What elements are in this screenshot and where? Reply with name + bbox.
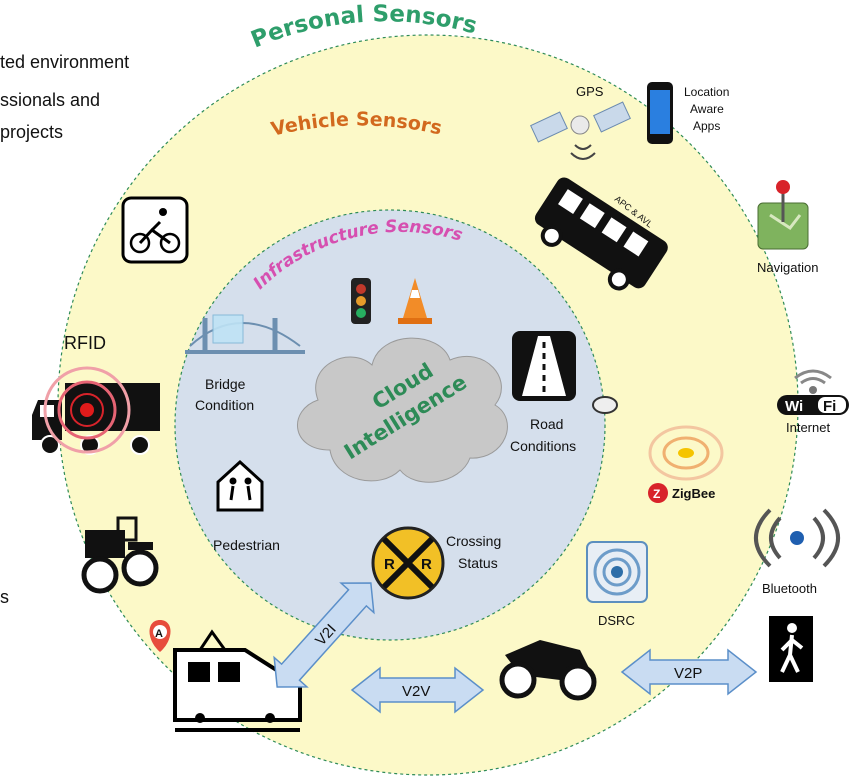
- bluetooth-label: Bluetooth: [762, 581, 817, 596]
- crossing-label-2: Status: [458, 555, 498, 571]
- road-label-1: Road: [530, 416, 563, 432]
- tractor-icon: [81, 516, 159, 594]
- traffic-cone-icon: [398, 278, 432, 324]
- intro-line-3: projects: [0, 122, 63, 142]
- motorcycle-icon: [499, 640, 597, 701]
- road-icon: [512, 331, 618, 414]
- dsrc-icon: [586, 541, 648, 603]
- navigation-label: Navigation: [757, 260, 818, 275]
- smartphone-icon: [647, 82, 673, 144]
- location-label-3: Apps: [693, 119, 720, 133]
- satellite-icon: [530, 101, 631, 160]
- bridge-icon: [185, 314, 305, 354]
- zigbee-label: ZigBee: [672, 486, 715, 501]
- wifi-icon: Wi Fi: [777, 369, 849, 415]
- pedestrian-sign-icon: [216, 459, 264, 512]
- traffic-light-icon: [351, 278, 371, 324]
- zigbee-icon: Z: [648, 425, 724, 503]
- rr-left-letter: R: [384, 556, 395, 573]
- intro-fragment: s: [0, 587, 9, 607]
- walking-person-icon: [769, 616, 813, 682]
- cloud-icon: [296, 337, 508, 483]
- dsrc-label: DSRC: [598, 613, 635, 628]
- v2p-arrow: V2P: [620, 648, 758, 696]
- bicycle-icon: [121, 196, 189, 264]
- internet-label: Internet: [786, 420, 830, 435]
- crossing-label-1: Crossing: [446, 533, 501, 549]
- location-label-2: Aware: [690, 102, 724, 116]
- bluetooth-icon: [754, 508, 840, 568]
- v2v-label: V2V: [402, 683, 430, 700]
- truck-rfid-icon: [32, 366, 160, 455]
- navigation-joystick-icon: [757, 180, 809, 250]
- gps-label: GPS: [576, 84, 604, 99]
- bus-icon: [534, 177, 668, 291]
- pedestrian-label: Pedestrian: [213, 537, 280, 553]
- v2i-arrow: V2I: [273, 582, 375, 688]
- intro-line-2: ssionals and: [0, 90, 100, 110]
- railroad-crossing-icon: R R: [371, 526, 445, 600]
- wifi-fi: Fi: [823, 398, 836, 415]
- wifi-word: Wi: [785, 398, 803, 415]
- bridge-label-1: Bridge: [205, 376, 246, 392]
- road-label-2: Conditions: [510, 438, 576, 454]
- v2p-label: V2P: [674, 665, 702, 682]
- rfid-label: RFID: [64, 333, 106, 353]
- rr-right-letter: R: [421, 556, 432, 573]
- bridge-label-2: Condition: [195, 397, 254, 413]
- intro-line-1: ted environment: [0, 52, 129, 72]
- svg-text:Z: Z: [653, 487, 660, 501]
- location-label-1: Location: [684, 85, 729, 99]
- map-pin-letter: A: [155, 628, 163, 640]
- train-icon: [173, 629, 302, 732]
- v2v-arrow: V2V: [350, 666, 485, 714]
- map-pin-icon: A: [149, 620, 171, 652]
